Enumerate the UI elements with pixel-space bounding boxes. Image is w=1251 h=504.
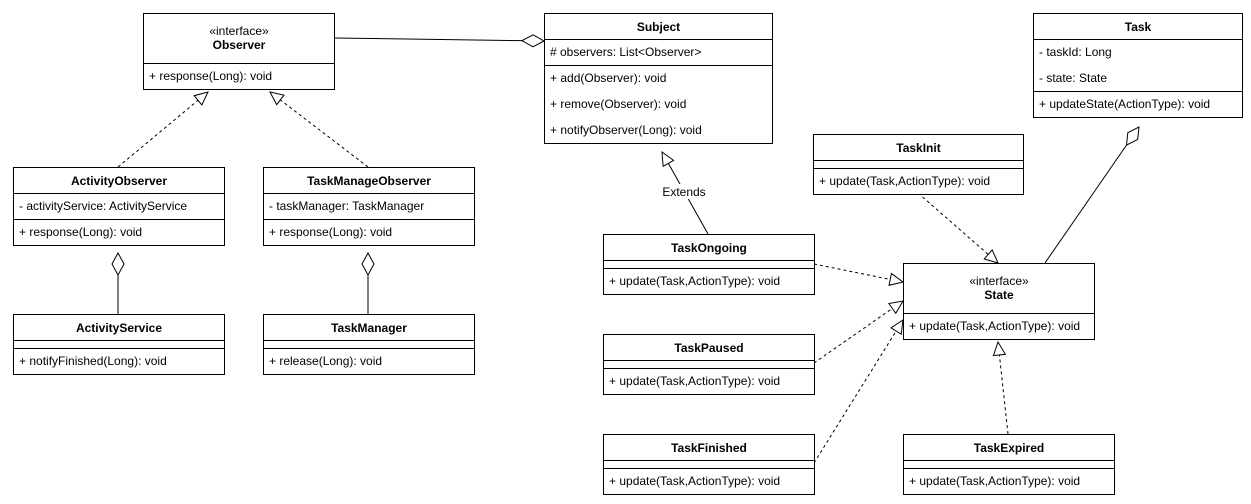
- class-operation: + response(Long): void: [19, 225, 142, 239]
- class-subject[interactable]: Subject # observers: List<Observer> + add(…: [544, 13, 773, 144]
- class-name: TaskExpired: [974, 441, 1044, 455]
- class-name: TaskInit: [896, 141, 940, 155]
- class-name: TaskPaused: [674, 341, 743, 355]
- generalization-arrowhead: [661, 150, 675, 168]
- class-attribute: # observers: List<Observer>: [550, 45, 701, 59]
- class-box: [13, 314, 225, 375]
- class-activity-service[interactable]: ActivityService + notifyFinished(Long): v…: [13, 314, 225, 375]
- realization-arrowhead: [888, 272, 905, 286]
- class-operation: + update(Task,ActionType): void: [909, 319, 1080, 333]
- realization-line: [280, 99, 369, 168]
- class-name: TaskFinished: [671, 441, 747, 455]
- class-task-paused[interactable]: TaskPaused + update(Task,ActionType): voi…: [603, 334, 815, 395]
- class-box: [603, 434, 815, 495]
- relation-task-paused-realizes-state[interactable]: [813, 308, 893, 364]
- relation-label-background: [659, 184, 709, 199]
- class-task-manager[interactable]: TaskManager + release(Long): void: [263, 314, 475, 375]
- class-attribute: - taskManager: TaskManager: [269, 199, 424, 213]
- class-box: [1033, 13, 1243, 118]
- class-name: Task: [1125, 20, 1152, 34]
- class-task-finished[interactable]: TaskFinished + update(Task,ActionType): v…: [603, 434, 815, 495]
- class-operation: + updateState(ActionType): void: [1039, 97, 1210, 111]
- class-box: [603, 234, 815, 295]
- aggregation-diamond: [520, 34, 546, 48]
- class-attribute: - state: State: [1039, 71, 1107, 85]
- class-task-init[interactable]: TaskInit + update(Task,ActionType): void: [813, 134, 1024, 195]
- aggregation-line: [1044, 144, 1127, 264]
- class-box: [903, 263, 1095, 340]
- class-operation: + update(Task,ActionType): void: [609, 274, 780, 288]
- aggregation-diamond: [361, 251, 375, 277]
- relation-task-init-realizes-state[interactable]: [917, 192, 989, 255]
- realization-line: [998, 354, 1009, 435]
- class-operation: + release(Long): void: [269, 354, 382, 368]
- class-operation: + response(Long): void: [269, 225, 392, 239]
- class-task-ongoing[interactable]: TaskOngoing + update(Task,ActionType): vo…: [603, 234, 815, 295]
- class-operation: + update(Task,ActionType): void: [609, 374, 780, 388]
- arrowheads-layer: Extends: [111, 34, 1140, 357]
- realization-line: [813, 308, 893, 364]
- aggregation-line: [333, 37, 523, 42]
- realization-line: [117, 99, 199, 168]
- class-box: [13, 167, 225, 246]
- class-name: ActivityObserver: [71, 174, 167, 188]
- relations-layer: [117, 37, 1127, 464]
- class-operation: + notifyObserver(Long): void: [550, 123, 702, 137]
- class-box: [263, 314, 475, 375]
- class-observer[interactable]: «interface»Observer + response(Long): voi…: [143, 13, 335, 90]
- relation-task-manage-observer-realizes-observer[interactable]: [280, 99, 369, 168]
- class-state[interactable]: «interface»State + update(Task,ActionType…: [903, 263, 1095, 340]
- class-name: TaskOngoing: [671, 241, 747, 255]
- realization-arrowhead: [269, 91, 285, 106]
- relation-task-aggregates-state[interactable]: [1044, 144, 1127, 264]
- class-name: TaskManager: [331, 321, 407, 335]
- class-task-manage-observer[interactable]: TaskManageObserver - taskManager: TaskMan…: [263, 167, 475, 246]
- class-box: [544, 13, 773, 144]
- class-attribute: - taskId: Long: [1039, 45, 1112, 59]
- class-operation: + update(Task,ActionType): void: [819, 174, 990, 188]
- relation-subject-aggregates-observer[interactable]: [333, 37, 523, 42]
- relation-label: Extends: [662, 185, 705, 199]
- class-operation: + notifyFinished(Long): void: [19, 354, 167, 368]
- class-name: ActivityService: [76, 321, 162, 335]
- class-stereotype: «interface»: [209, 24, 269, 38]
- class-box: [603, 334, 815, 395]
- class-attribute: - activityService: ActivityService: [19, 199, 187, 213]
- class-operation: + update(Task,ActionType): void: [609, 474, 780, 488]
- relation-task-ongoing-realizes-state[interactable]: [813, 263, 891, 280]
- realization-line: [813, 263, 891, 280]
- class-box: [263, 167, 475, 246]
- class-name: Subject: [637, 20, 680, 34]
- classes-layer: «interface»Observer+ response(Long): voi…: [13, 13, 1243, 495]
- relation-task-finished-realizes-state[interactable]: [813, 330, 897, 464]
- class-operation: + add(Observer): void: [550, 71, 666, 85]
- realization-arrowhead: [992, 340, 1007, 357]
- class-name: TaskManageObserver: [307, 174, 431, 188]
- relation-task-expired-realizes-state[interactable]: [998, 354, 1009, 435]
- class-task-expired[interactable]: TaskExpired + update(Task,ActionType): vo…: [903, 434, 1115, 495]
- realization-arrowhead: [890, 318, 904, 336]
- class-task[interactable]: Task - taskId: Long - state: State + update…: [1033, 13, 1243, 118]
- realization-arrowhead: [193, 91, 209, 106]
- realization-line: [917, 192, 989, 255]
- realization-arrowhead: [983, 249, 999, 264]
- class-operation: + response(Long): void: [149, 69, 272, 83]
- class-name: Observer: [213, 38, 266, 52]
- class-box: [903, 434, 1115, 495]
- aggregation-diamond: [111, 251, 125, 277]
- class-stereotype: «interface»: [969, 274, 1029, 288]
- realization-line: [813, 330, 897, 464]
- class-operation: + remove(Observer): void: [550, 97, 686, 111]
- relation-activity-observer-realizes-observer[interactable]: [117, 99, 199, 168]
- realization-arrowhead: [888, 300, 904, 315]
- class-box: [143, 13, 335, 90]
- class-operation: + update(Task,ActionType): void: [909, 474, 1080, 488]
- class-name: State: [984, 288, 1014, 302]
- class-activity-observer[interactable]: ActivityObserver - activityService: Activ…: [13, 167, 225, 246]
- aggregation-diamond: [1125, 126, 1140, 146]
- class-box: [813, 134, 1024, 195]
